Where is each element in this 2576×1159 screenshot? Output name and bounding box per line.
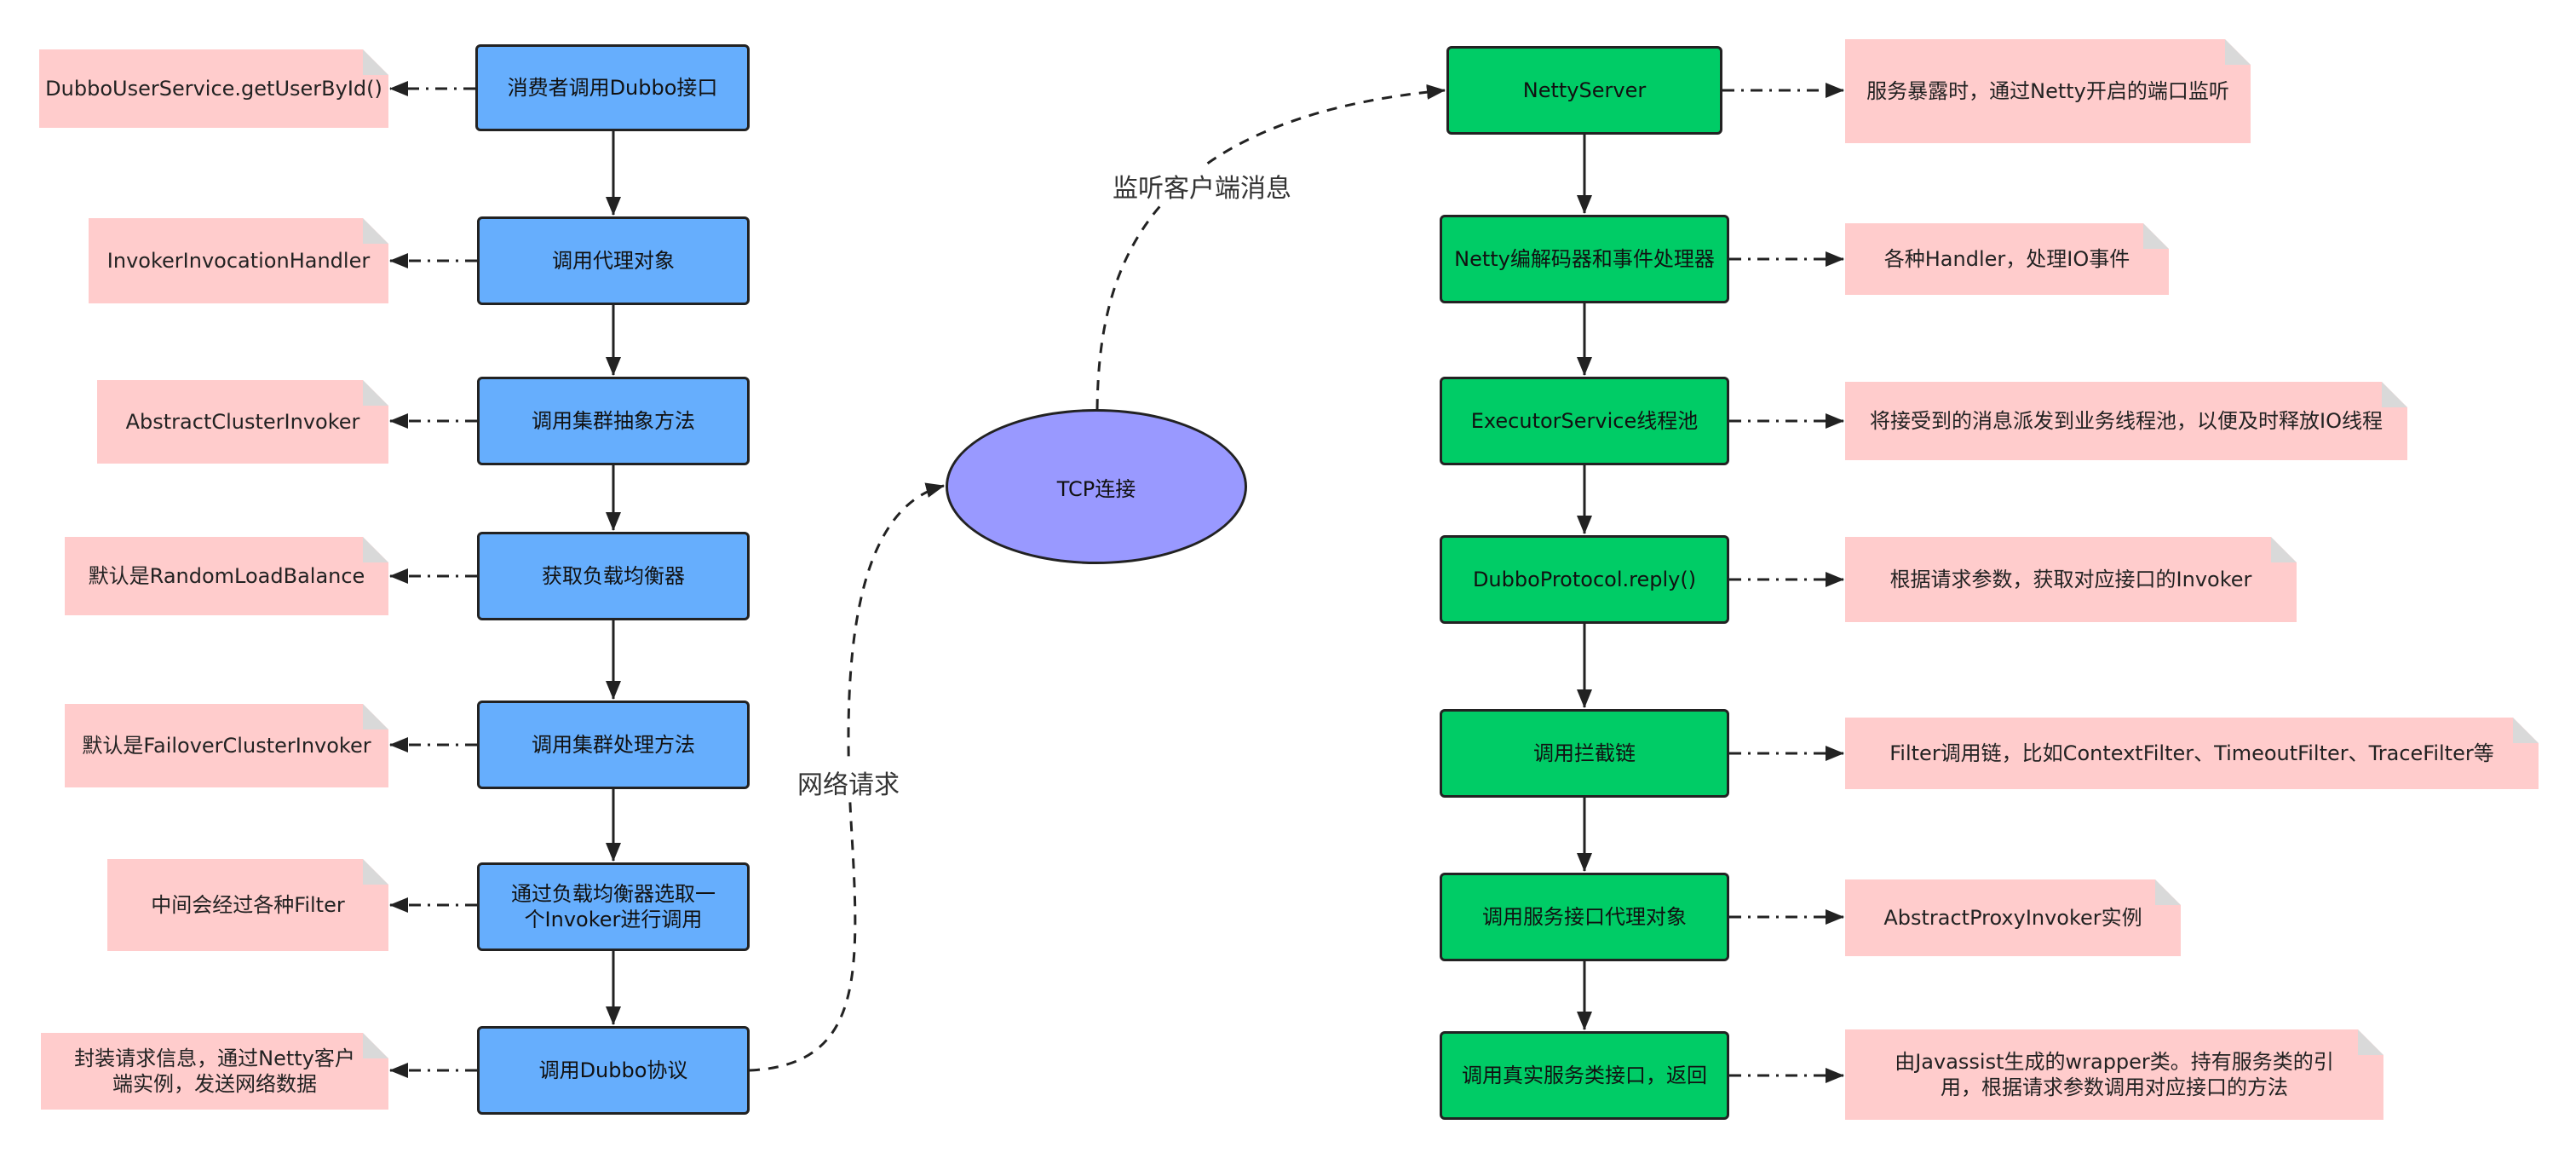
- note-invoker-invocation-handler: InvokerInvocationHandler: [89, 218, 388, 303]
- listen-client-connector: [1095, 84, 1446, 410]
- provider-step-netty-codec-handler[interactable]: Netty编解码器和事件处理器: [1440, 215, 1729, 303]
- note-javassist-wrapper: 由Javassist生成的wrapper类。持有服务类的引用，根据请求参数调用对…: [1845, 1029, 2383, 1120]
- network-request-connector: [749, 482, 945, 1072]
- edge-label-network-request: 网络请求: [797, 764, 900, 801]
- note-filters: 中间会经过各种Filter: [107, 859, 388, 951]
- consumer-step-cluster-abstract[interactable]: 调用集群抽象方法: [477, 377, 750, 465]
- provider-step-service-proxy[interactable]: 调用服务接口代理对象: [1440, 873, 1729, 961]
- tcp-connection-node[interactable]: TCP连接: [946, 409, 1247, 564]
- provider-step-dubbo-protocol-reply[interactable]: DubboProtocol.reply(): [1440, 535, 1729, 624]
- consumer-step-invoke-dubbo-interface[interactable]: 消费者调用Dubbo接口: [475, 44, 750, 131]
- consumer-step-cluster-process[interactable]: 调用集群处理方法: [477, 701, 750, 789]
- consumer-step-load-balancer[interactable]: 获取负载均衡器: [477, 532, 750, 620]
- note-abstract-cluster-invoker: AbstractClusterInvoker: [97, 380, 388, 464]
- note-netty-client: 封装请求信息，通过Netty客户端实例，发送网络数据: [41, 1033, 388, 1110]
- consumer-step-invoke-proxy[interactable]: 调用代理对象: [477, 216, 750, 305]
- note-business-thread-pool: 将接受到的消息派发到业务线程池，以便及时释放IO线程: [1845, 382, 2407, 460]
- note-io-handlers: 各种Handler，处理IO事件: [1845, 223, 2169, 295]
- provider-step-executor-service[interactable]: ExecutorService线程池: [1440, 377, 1729, 465]
- note-random-load-balance: 默认是RandomLoadBalance: [65, 537, 388, 615]
- note-dubbo-user-service: DubboUserService.getUserById(): [39, 49, 388, 128]
- note-filter-chain-examples: Filter调用链，比如ContextFilter、TimeoutFilter、…: [1845, 718, 2539, 789]
- note-service-export-port: 服务暴露时，通过Netty开启的端口监听: [1845, 39, 2251, 143]
- note-failover-cluster-invoker: 默认是FailoverClusterInvoker: [65, 704, 388, 787]
- provider-step-filter-chain[interactable]: 调用拦截链: [1440, 709, 1729, 798]
- consumer-step-select-invoker[interactable]: 通过负载均衡器选取一个Invoker进行调用: [477, 862, 750, 951]
- provider-step-real-service-return[interactable]: 调用真实服务类接口，返回: [1440, 1031, 1729, 1120]
- note-abstract-proxy-invoker: AbstractProxyInvoker实例: [1845, 879, 2181, 956]
- consumer-step-dubbo-protocol[interactable]: 调用Dubbo协议: [477, 1026, 750, 1115]
- note-get-invoker: 根据请求参数，获取对应接口的Invoker: [1845, 537, 2297, 622]
- edge-label-listen-client-message: 监听客户端消息: [1113, 167, 1291, 205]
- provider-step-netty-server[interactable]: NettyServer: [1446, 46, 1722, 135]
